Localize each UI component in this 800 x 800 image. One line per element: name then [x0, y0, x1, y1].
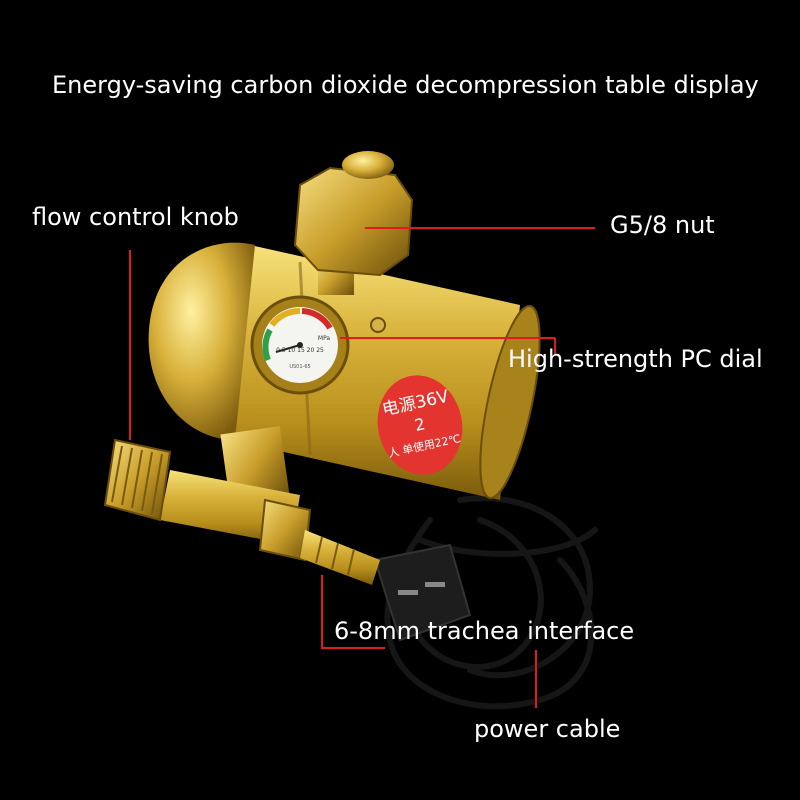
valve-assembly	[103, 426, 380, 585]
voltage-sticker: 电源36V 2 人 单使用22℃	[377, 375, 463, 475]
pressure-gauge-illustration	[250, 295, 386, 395]
gauge-scale: 0 5 10 15 20 25	[276, 347, 324, 354]
callout-g58-nut: G5/8 nut	[610, 211, 715, 239]
callout-pc-dial: High-strength PC dial	[508, 345, 763, 373]
leader-lines	[129, 227, 595, 708]
g58-nut-illustration	[293, 151, 414, 295]
power-plug	[373, 543, 472, 642]
gauge-model: US01-65	[289, 364, 310, 370]
page-title: Energy-saving carbon dioxide decompressi…	[52, 71, 759, 99]
sticker-line-2: 2	[413, 414, 427, 435]
callout-power-cable: power cable	[474, 715, 621, 743]
callout-trachea-interface: 6-8mm trachea interface	[334, 617, 635, 645]
callout-flow-control-knob: flow control knob	[32, 203, 239, 231]
gauge-unit: MPa	[318, 335, 331, 342]
leader-line-trachea	[321, 575, 385, 649]
